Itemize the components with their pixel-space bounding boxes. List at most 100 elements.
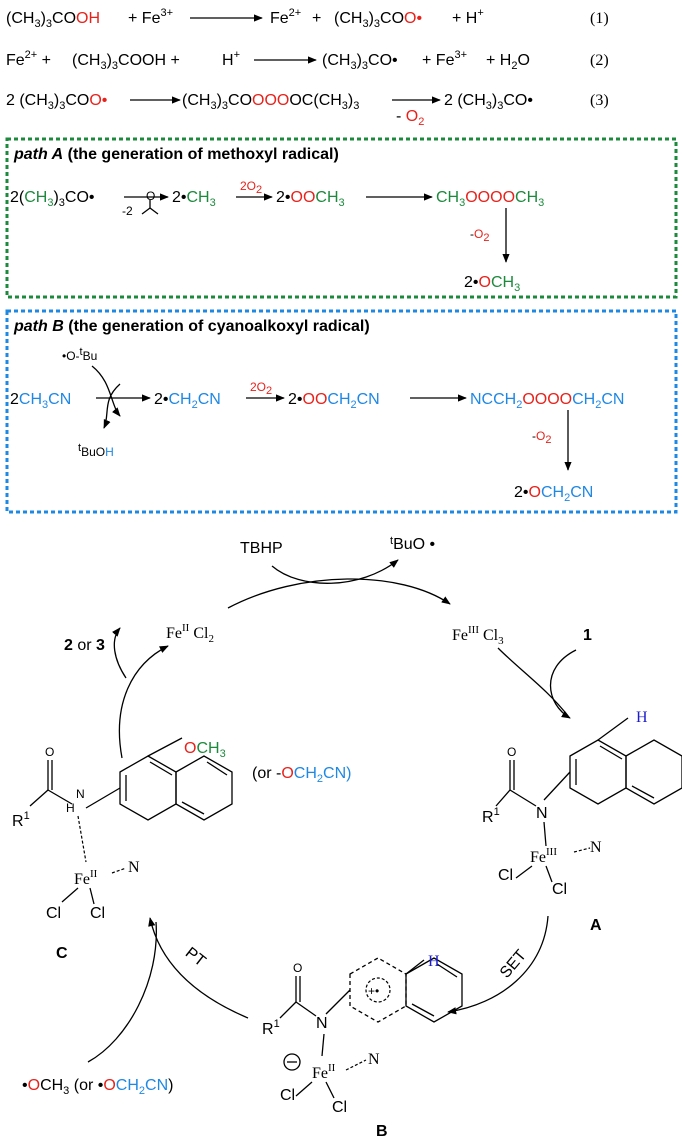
eq3-reactant: 2 (CH3)3COO• xyxy=(6,92,107,112)
path-b-border xyxy=(5,309,678,514)
acetone-icon: O xyxy=(141,189,159,215)
products-label: 2 or 3 xyxy=(64,637,105,654)
path-b-radical: 2•CH2CN xyxy=(154,391,221,411)
equation-3: 2 (CH3)3COO• (CH3)3COOOOOC(CH3)3 - O2 2 … xyxy=(6,92,609,128)
path-b-abstractor: •O-tBu xyxy=(62,346,97,363)
path-a-methyl: 2•CH3 xyxy=(172,189,216,209)
svg-text:O: O xyxy=(293,961,302,975)
svg-text:O: O xyxy=(45,745,54,759)
path-b-o2: 2O2 xyxy=(250,380,272,397)
path-b-tetroxide: NCCH2OOOOCH2CN xyxy=(470,391,624,411)
path-a-title: path A (the generation of methoxyl radic… xyxy=(13,146,339,163)
svg-text:N: N xyxy=(590,839,602,856)
path-a-panel: path A (the generation of methoxyl radic… xyxy=(5,137,678,299)
b-h: H xyxy=(428,953,440,970)
eq3-loss: - O2 xyxy=(396,108,424,128)
c-methoxy: OCH3 xyxy=(184,740,226,760)
path-b-loss-o2: -O2 xyxy=(532,429,551,446)
equation-1: (CH3)3COOH + Fe3+ Fe2+ + (CH3)3COO• + H+… xyxy=(6,7,609,30)
eq3-product: 2 (CH3)3CO• xyxy=(444,92,533,112)
path-a-o2: 2O2 xyxy=(240,179,262,196)
eq1-plus: + Fe3+ xyxy=(128,7,173,27)
eq1-plus-2: + xyxy=(312,10,321,27)
path-b-panel: path B (the generation of cyanoalkoxyl r… xyxy=(5,309,678,514)
path-a-start: 2(CH3)3CO• xyxy=(10,189,95,209)
complex-b-label: B xyxy=(376,1123,388,1140)
tbhp-label: TBHP xyxy=(240,540,283,557)
eq2-number: (2) xyxy=(590,52,609,69)
minus-charge-icon xyxy=(283,1053,301,1071)
c-fe: FeII xyxy=(74,868,98,888)
eq3-number: (3) xyxy=(590,92,609,109)
path-b-title: path B (the generation of cyanoalkoxyl r… xyxy=(13,318,370,335)
path-b-curved-arrow-1 xyxy=(91,365,121,417)
c-cl-1: Cl xyxy=(46,905,61,922)
complex-a-label: A xyxy=(590,917,602,934)
radical-source: •OCH3 (or •OCH2CN) xyxy=(22,1077,173,1097)
path-a-tetroxide: CH3OOOOCH3 xyxy=(436,189,544,209)
svg-text:O: O xyxy=(507,745,516,759)
eq1-product-b: (CH3)3COO• xyxy=(334,10,422,30)
a-n: N xyxy=(536,805,548,822)
eq1-product-a: Fe2+ xyxy=(270,7,301,27)
path-a-peroxyl: 2•OOCH3 xyxy=(276,189,345,209)
a-cl-2: Cl xyxy=(552,881,567,898)
a-fe: FeIII xyxy=(530,846,557,866)
pt-arrow xyxy=(148,917,249,1019)
eq2-reactant-a: Fe2+ + xyxy=(6,49,51,69)
path-a-product: 2•OCH3 xyxy=(464,274,520,294)
fe-oxidation-arc xyxy=(227,578,451,609)
svg-text:O: O xyxy=(146,189,155,203)
path-a-border xyxy=(5,137,678,299)
c-nh: H xyxy=(66,801,75,815)
substrate-label: 1 xyxy=(583,627,592,644)
fe3-catalyst: FeIII Cl3 xyxy=(452,624,504,647)
tbuo-label: tBuO • xyxy=(390,535,435,553)
complex-c: OCH3 (or -OCH2CN) H N O R1 N FeII Cl Cl xyxy=(12,737,351,922)
c-alt: (or -OCH2CN) xyxy=(252,765,351,785)
path-b-start: 2CH3CN xyxy=(10,391,71,411)
b-n: N xyxy=(316,1015,328,1032)
path-b-peroxyl: 2•OOCH2CN xyxy=(288,391,380,411)
fe3-to-a-arrow xyxy=(497,647,569,717)
eq2-product-a: (CH3)3CO• xyxy=(322,52,398,72)
b-r1: R1 xyxy=(262,1018,280,1038)
svg-text:+•: +• xyxy=(368,984,379,998)
path-b-byproduct: tBuOH xyxy=(78,442,114,459)
equation-2: Fe2+ + (CH3)3COOH + H+ (CH3)3CO• + Fe3+ … xyxy=(6,49,609,72)
eq1-reactant-a: (CH3)3COOH xyxy=(6,10,100,30)
catalytic-cycle: TBHP tBuO • FeII Cl2 FeIII Cl3 1 2 or 3 … xyxy=(12,535,682,1140)
complex-b: +• H N O R1 FeII N Cl Cl xyxy=(262,953,463,1116)
c-cl-2: Cl xyxy=(90,905,105,922)
tbhp-arc xyxy=(271,559,399,584)
products-arrow xyxy=(111,627,127,679)
c-r1: R1 xyxy=(12,810,30,830)
eq3-intermediate: (CH3)3COOOOOC(CH3)3 xyxy=(182,92,359,112)
path-b-curved-arrow-2 xyxy=(103,383,121,429)
b-cl-2: Cl xyxy=(332,1099,347,1116)
set-label: SET xyxy=(497,947,530,982)
set-arrow xyxy=(447,915,549,1015)
pt-label: PT xyxy=(182,944,209,970)
path-a-loss-o2: -O2 xyxy=(470,227,489,244)
fe2-catalyst: FeII Cl2 xyxy=(166,622,214,645)
svg-text:N: N xyxy=(76,787,85,801)
path-b-product: 2•OCH2CN xyxy=(514,484,593,504)
complex-c-label: C xyxy=(56,945,68,962)
eq2-reactant-b: (CH3)3COOH + xyxy=(72,52,180,72)
a-h: H xyxy=(636,709,648,726)
b-cl-1: Cl xyxy=(280,1087,295,1104)
a-cl-1: Cl xyxy=(498,867,513,884)
substrate-arrow xyxy=(550,649,577,719)
a-r1: R1 xyxy=(482,806,500,826)
eq2-reactant-c: H+ xyxy=(222,49,240,69)
c-to-fe2-arrow xyxy=(118,645,169,759)
svg-text:N: N xyxy=(128,859,140,876)
eq2-product-b: + Fe3+ xyxy=(422,49,467,69)
radical-arrow xyxy=(87,921,157,1063)
svg-text:N: N xyxy=(368,1051,380,1068)
eq2-product-c: + H2O xyxy=(486,52,530,72)
complex-a: H N O R1 FeIII N Cl Cl xyxy=(482,709,682,898)
path-a-loss: -2 xyxy=(122,204,133,218)
